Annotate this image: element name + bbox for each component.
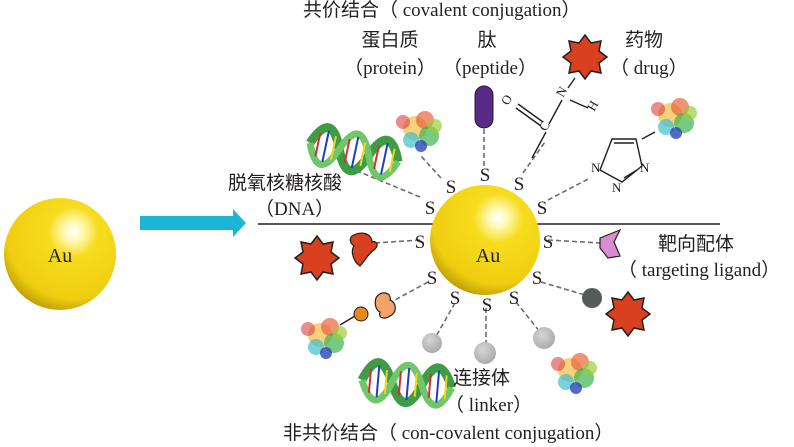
au-label-left: Au — [48, 245, 72, 267]
peptide-icon — [474, 85, 494, 129]
linker-label-en: （ linker） — [445, 395, 533, 416]
atom-n: N — [591, 160, 601, 175]
ligand-ball-icon — [353, 306, 369, 322]
covalent-title: 共价结合（ covalent conjugation） — [303, 0, 581, 21]
sulfur-label: S — [480, 165, 491, 186]
atom-n: N — [553, 83, 571, 99]
targeting-ligand-icon — [599, 228, 622, 259]
au-label-center: Au — [476, 245, 500, 267]
sulfur-label: S — [509, 288, 520, 309]
sulfur-label: S — [482, 295, 493, 316]
sulfur-label: S — [543, 232, 554, 253]
targeting-ligand-label-en: （ targeting ligand） — [618, 260, 781, 281]
receptor-icon — [349, 232, 378, 267]
bond-lines — [349, 128, 601, 345]
atom-n: N — [612, 180, 622, 195]
drug-label-zh: 药物 — [625, 30, 664, 51]
linker-icon — [422, 333, 442, 353]
drug-icon — [605, 291, 651, 337]
gold-nanoparticle-functionalized — [430, 185, 540, 295]
protein-label-zh: 蛋白质 — [361, 30, 419, 51]
sulfur-labels: S S S S S S S S S S S S — [415, 165, 554, 316]
sulfur-label: S — [514, 174, 525, 195]
peptide-label-en: （peptide） — [443, 58, 537, 79]
atom-h: H — [584, 98, 602, 114]
noncovalent-title: 非共价结合（ con-covalent conjugation） — [283, 423, 614, 444]
drug-icon — [294, 235, 340, 281]
atom-n: N — [640, 160, 650, 175]
linker-icon — [533, 327, 555, 349]
arrow-icon — [140, 209, 246, 237]
protein-icon — [396, 111, 442, 152]
sulfur-label: S — [450, 288, 461, 309]
drug-icon — [562, 34, 608, 80]
linker-dark-icon — [582, 288, 602, 308]
linker-icon — [474, 342, 496, 364]
sulfur-label: S — [415, 232, 426, 253]
protein-icon — [651, 98, 697, 139]
dna-helix-icon — [306, 125, 402, 180]
targeting-ligand-label-zh: 靶向配体 — [658, 234, 735, 255]
sulfur-label: S — [537, 198, 548, 219]
dna-label-zh: 脱氧核糖核酸 — [228, 173, 343, 194]
drug-label-en: （ drug） — [610, 58, 688, 79]
dna-label-en: （DNA） — [255, 199, 335, 220]
sulfur-label: S — [532, 268, 543, 289]
triazole-ring — [599, 131, 656, 183]
linker-label-zh: 连接体 — [453, 368, 511, 389]
gold-nanoparticle-bare — [4, 198, 116, 310]
sulfur-label: S — [427, 268, 438, 289]
peptide-label-zh: 肽 — [477, 30, 497, 51]
sulfur-label: S — [425, 198, 436, 219]
sulfur-label: S — [446, 177, 457, 198]
protein-icon — [551, 353, 597, 394]
amide-linkage — [515, 77, 589, 159]
atom-o: O — [498, 92, 516, 108]
receptor-icon — [374, 292, 396, 319]
protein-label-en: （protein） — [344, 58, 436, 79]
dna-helix-icon — [360, 361, 453, 406]
